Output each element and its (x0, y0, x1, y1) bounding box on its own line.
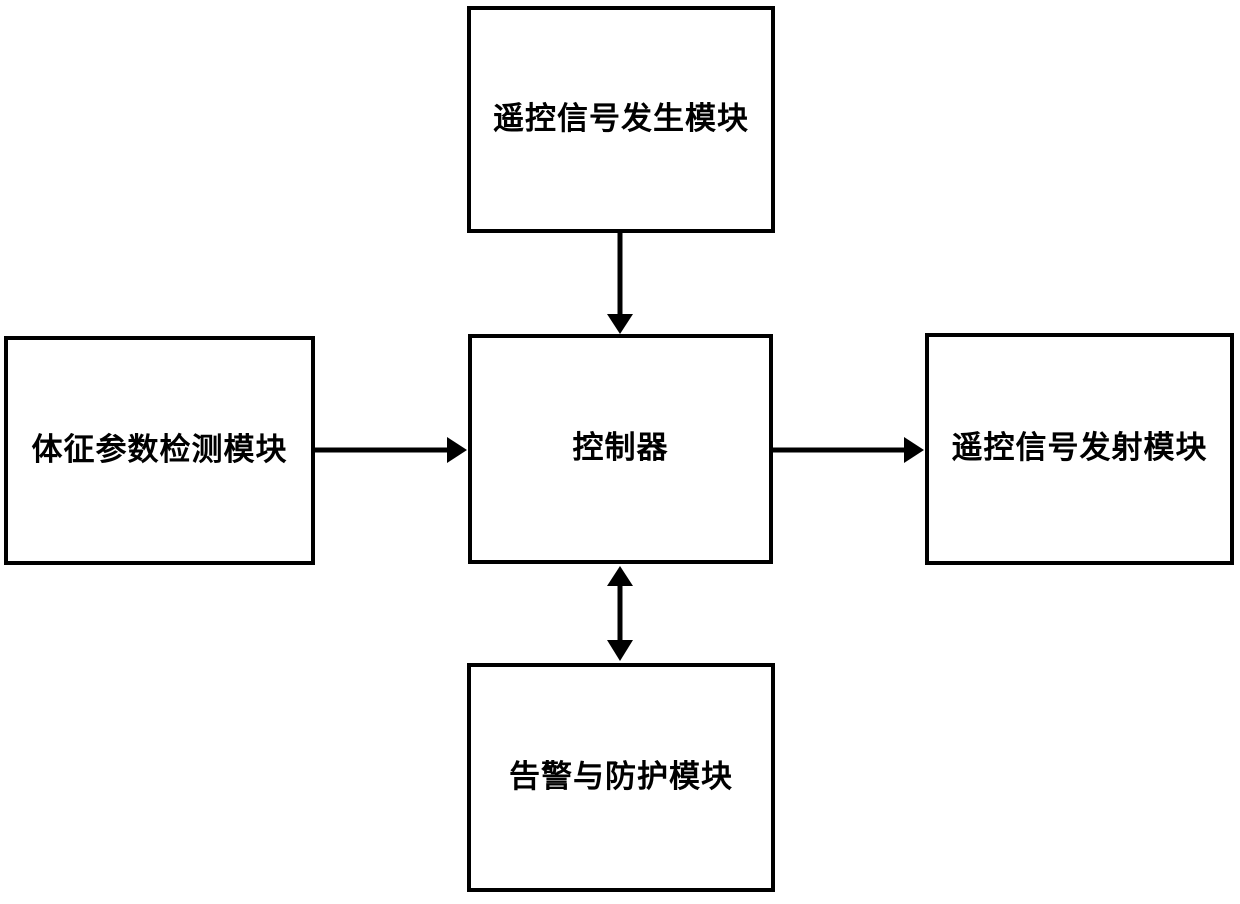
edge-controller-to-transmission (772, 437, 924, 463)
edge-detection-to-controller (314, 437, 467, 463)
node-remote-signal-generation: 遥控信号发生模块 (467, 6, 775, 233)
node-label: 告警与防护模块 (509, 758, 733, 795)
node-label: 遥控信号发生模块 (493, 100, 749, 137)
node-alarm-protection: 告警与防护模块 (467, 663, 775, 892)
node-remote-signal-transmission: 遥控信号发射模块 (925, 333, 1234, 565)
node-vital-sign-detection: 体征参数检测模块 (4, 336, 315, 565)
edge-generation-to-controller (607, 233, 633, 334)
edge-controller-alarm-bidirectional (607, 566, 633, 661)
node-label: 控制器 (572, 430, 669, 467)
node-controller: 控制器 (468, 334, 773, 564)
node-label: 遥控信号发射模块 (951, 430, 1208, 467)
node-label: 体征参数检测模块 (31, 431, 288, 468)
